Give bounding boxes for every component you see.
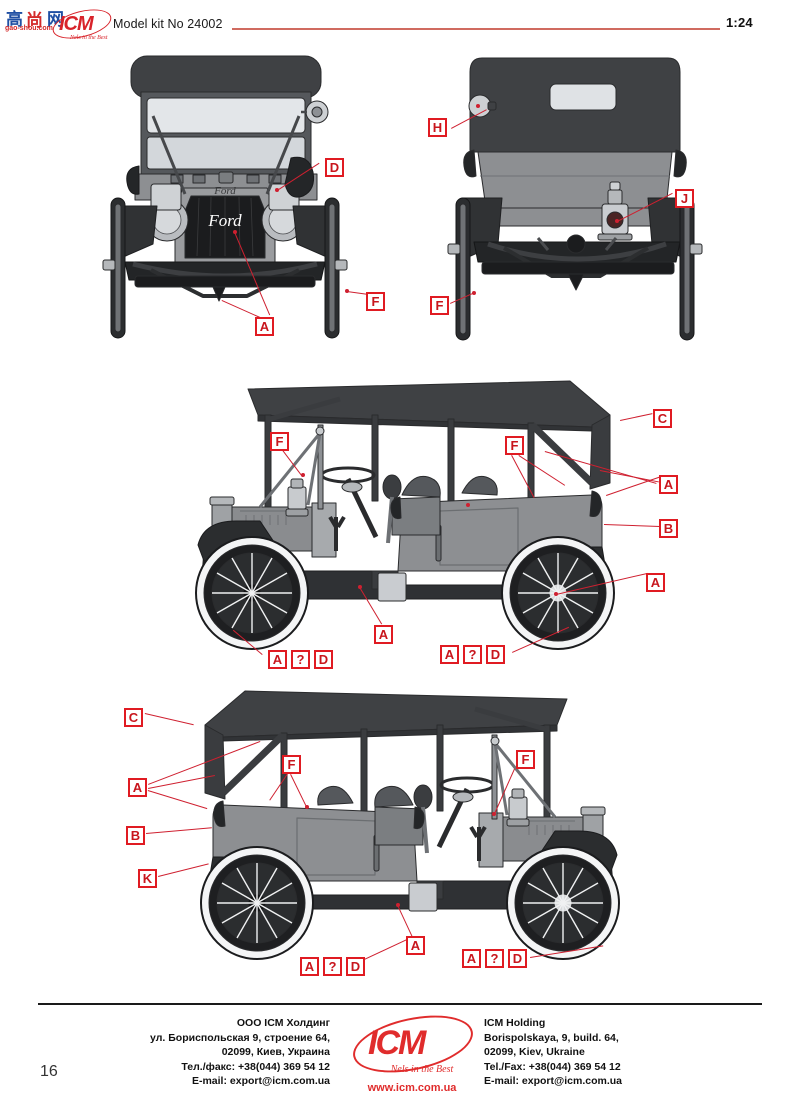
icm-logo: ICM Nels in the Best www.icm.com.ua — [347, 1005, 479, 1098]
footer-address-english: ICM Holding Borispolskaya, 9, build. 64,… — [484, 1016, 734, 1089]
header-divider — [232, 28, 720, 30]
callout-side-r-c[interactable]: C — [653, 409, 672, 428]
watermark-cn-1: 高 — [6, 10, 24, 30]
watermark-tagline: Nels in the Best — [70, 35, 108, 41]
callout-side-r-a-wheel[interactable]: A — [646, 573, 665, 592]
model-kit-number: Model kit No 24002 — [113, 17, 223, 31]
leader-dot-side-r-a-frame — [358, 585, 362, 589]
footer-en-line: Borispolskaya, 9, build. 64, — [484, 1031, 619, 1044]
callout-group-item[interactable]: ? — [291, 650, 310, 669]
callout-rear-h[interactable]: H — [428, 118, 447, 137]
icm-website-url[interactable]: www.icm.com.ua — [367, 1082, 457, 1094]
footer-en-line: ICM Holding — [484, 1017, 546, 1029]
callout-group-item[interactable]: D — [314, 650, 333, 669]
svg-text:Ford: Ford — [207, 211, 242, 230]
callout-group-item[interactable]: D — [346, 957, 365, 976]
callout-side-l-c[interactable]: C — [124, 708, 143, 727]
page-number: 16 — [40, 1063, 58, 1080]
leader-dot-side-l-a-frame — [396, 903, 400, 907]
ford-model-t-side-view-right — [140, 375, 660, 655]
watermark-brand: ICM — [59, 13, 94, 35]
footer-en-line: Tel./Fax: +38(044) 369 54 12 — [484, 1060, 621, 1073]
callout-rear-f[interactable]: F — [430, 296, 449, 315]
ford-model-t-side-view-left — [155, 685, 675, 965]
ford-model-t-rear-view — [440, 48, 720, 348]
callout-side-l-f-front[interactable]: F — [516, 750, 535, 769]
footer-divider — [38, 1003, 762, 1005]
icm-logo-text: ICM — [368, 1024, 426, 1062]
leader-dot-front-d — [275, 188, 279, 192]
svg-text:Ford: Ford — [213, 185, 236, 197]
callout-group-item[interactable]: ? — [463, 645, 482, 664]
callout-front-a[interactable]: A — [255, 317, 274, 336]
leader-dot-rear-f — [472, 291, 476, 295]
leader-dot-side-l-f2 — [492, 812, 496, 816]
callout-group-side-l-left[interactable]: A ? D — [300, 957, 365, 976]
callout-side-r-f-rear[interactable]: F — [505, 436, 524, 455]
footer-en-line: E-mail: export@icm.com.ua — [484, 1075, 623, 1087]
callout-group-side-r-right[interactable]: A ? D — [440, 645, 505, 664]
callout-group-item[interactable]: A — [440, 645, 459, 664]
watermark-subtext: gao-shou.com — [5, 25, 53, 32]
callout-front-d[interactable]: D — [325, 158, 344, 177]
footer-ru-line: ООО ICM Холдинг — [236, 1017, 330, 1029]
page-header: 高 尚 网 gao-shou.com ICM Nels in the Best … — [0, 0, 800, 46]
callout-group-item[interactable]: A — [462, 949, 481, 968]
callout-group-item[interactable]: ? — [323, 957, 342, 976]
leader-dot-front-f — [345, 289, 349, 293]
leader-dot-side-r-f2 — [466, 503, 470, 507]
leader-dot-rear-h — [476, 104, 480, 108]
callout-front-f[interactable]: F — [366, 292, 385, 311]
callout-group-item[interactable]: D — [486, 645, 505, 664]
icm-logo-tagline: Nels in the Best — [390, 1064, 454, 1075]
page-footer: ООО ICM Холдинг ул. Бориспольская 9, стр… — [0, 1005, 800, 1104]
leader-dot-front-a — [233, 230, 237, 234]
footer-address-russian: ООО ICM Холдинг ул. Бориспольская 9, стр… — [100, 1016, 330, 1089]
callout-side-l-f-rear[interactable]: F — [282, 755, 301, 774]
callout-side-r-a-frame[interactable]: A — [374, 625, 393, 644]
callout-group-item[interactable]: A — [300, 957, 319, 976]
callout-side-l-a-frame[interactable]: A — [406, 936, 425, 955]
callout-rear-j[interactable]: J — [675, 189, 694, 208]
footer-ru-line: ул. Бориспольская 9, строение 64, — [150, 1031, 330, 1044]
ford-model-t-front-view: Ford Ford — [95, 48, 395, 348]
callout-side-l-a-top[interactable]: A — [128, 778, 147, 797]
callout-side-r-b[interactable]: B — [659, 519, 678, 538]
scale-label: 1:24 — [726, 15, 753, 30]
callout-side-r-f-front[interactable]: F — [270, 432, 289, 451]
watermark-logo: 高 尚 网 gao-shou.com ICM Nels in the Best — [4, 3, 115, 45]
callout-group-item[interactable]: A — [268, 650, 287, 669]
callout-side-l-k[interactable]: K — [138, 869, 157, 888]
callout-side-l-b[interactable]: B — [126, 826, 145, 845]
leader-dot-rear-j — [615, 219, 619, 223]
callout-group-item[interactable]: ? — [485, 949, 504, 968]
watermark-cn-2: 尚 — [26, 11, 43, 31]
callout-side-r-a-top[interactable]: A — [659, 475, 678, 494]
leader-dot-side-r-a-hub — [554, 592, 558, 596]
footer-ru-line: Тел./факс: +38(044) 369 54 12 — [181, 1060, 330, 1073]
callout-group-item[interactable]: D — [508, 949, 527, 968]
callout-group-side-l-right[interactable]: A ? D — [462, 949, 527, 968]
leader-dot-side-r-f1 — [301, 473, 305, 477]
footer-ru-line: E-mail: export@icm.com.ua — [191, 1075, 330, 1087]
footer-ru-line: 02099, Киев, Украина — [221, 1046, 330, 1058]
footer-en-line: 02099, Kiev, Ukraine — [484, 1046, 585, 1058]
watermark-cn-3: 网 — [47, 10, 64, 30]
callout-group-side-r-left[interactable]: A ? D — [268, 650, 333, 669]
leader-dot-side-l-f1 — [305, 805, 309, 809]
